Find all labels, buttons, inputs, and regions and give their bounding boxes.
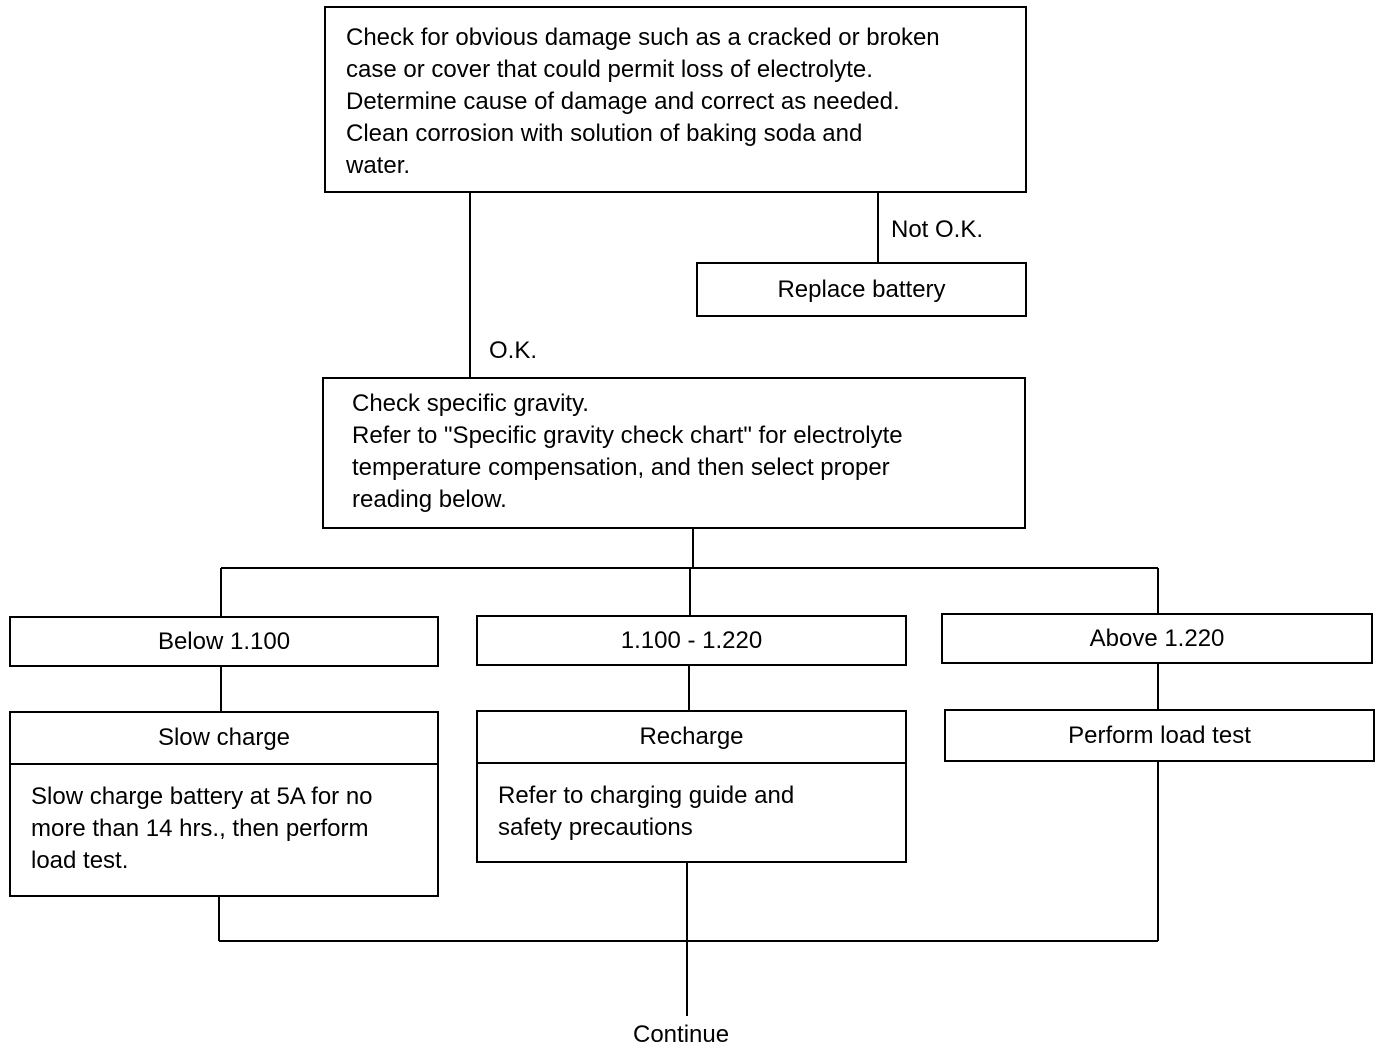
load-test-box: Perform load test (944, 709, 1375, 762)
slow-charge-title: Slow charge (9, 711, 439, 765)
gravity-box (322, 377, 1026, 529)
inspect-text: Check for obvious damage such as a crack… (346, 24, 940, 179)
range-above-box: Above 1.220 (941, 613, 1373, 664)
inspect-box (324, 6, 1027, 193)
replace-battery-box: Replace battery (696, 262, 1027, 317)
gravity-text: Check specific gravity. Refer to "Specif… (352, 390, 903, 513)
recharge-title: Recharge (476, 710, 907, 764)
ok-label: O.K. (489, 337, 538, 364)
recharge-text: Refer to charging guide and safety preca… (498, 782, 795, 841)
slow-charge-text: Slow charge battery at 5A for no more th… (31, 783, 373, 874)
not-ok-label: Not O.K. (891, 216, 984, 243)
range-below-box: Below 1.100 (9, 616, 439, 667)
range-middle-box: 1.100 - 1.220 (476, 615, 907, 666)
continue-label: Continue (633, 1021, 730, 1048)
